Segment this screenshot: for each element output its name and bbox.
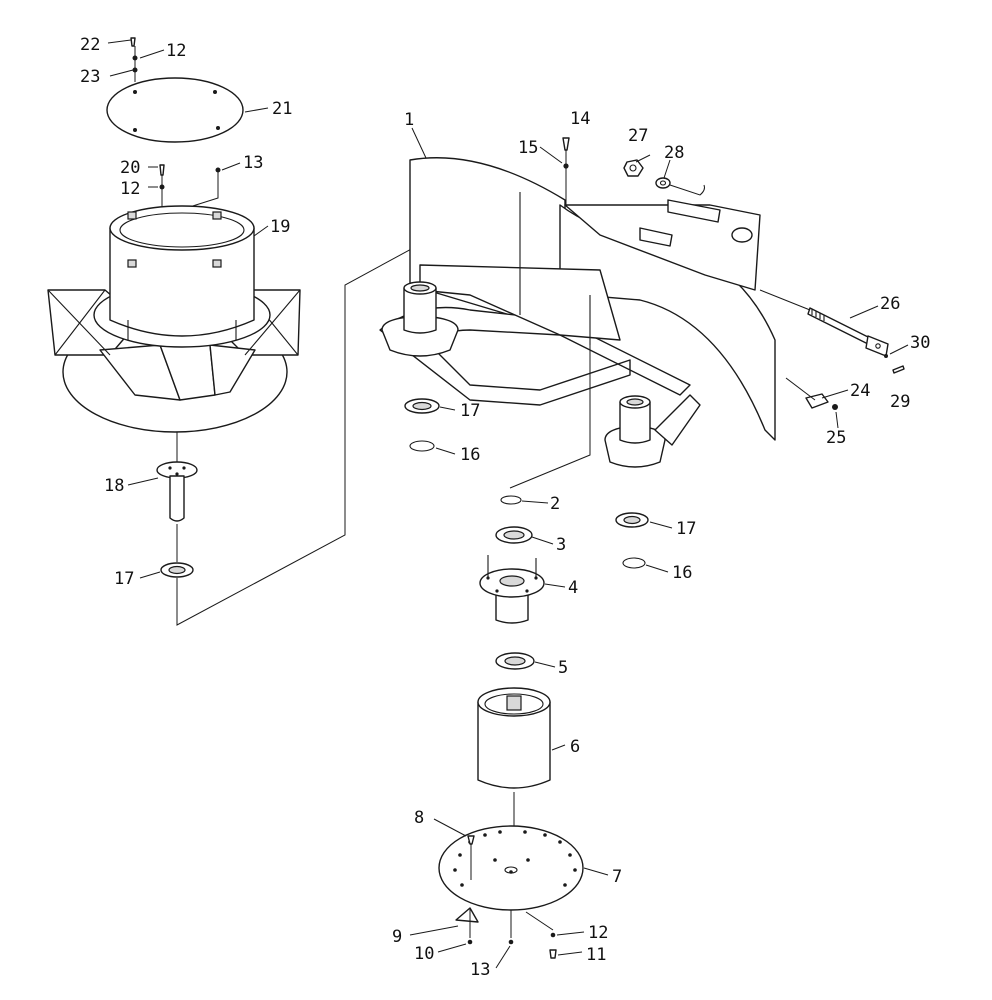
callout-24: 24 [850,381,870,401]
drum-6 [477,687,551,789]
callout-12-top: 12 [166,41,186,61]
bearing-17-left-lower [160,562,194,578]
callout-27: 27 [628,126,648,146]
bearing-17-right [615,512,649,528]
bearing-17-left-upper [404,398,440,414]
main-housing-1 [379,157,776,468]
callout-28: 28 [664,143,684,163]
callout-29: 29 [890,392,910,412]
snap-ring-16-left [409,440,435,452]
callout-10: 10 [414,944,434,964]
callout-7: 7 [612,867,622,887]
callout-15: 15 [518,138,538,158]
callout-labels: 22 12 23 21 20 12 13 19 18 17 1 14 15 27… [80,35,930,980]
assembly-line-left [176,189,521,626]
callout-23: 23 [80,67,100,87]
fasteners-bottom [455,835,557,959]
callout-3: 3 [556,535,566,555]
callout-11: 11 [586,945,606,965]
hopper-assembly-19 [47,205,301,433]
callout-9: 9 [392,927,402,947]
callout-12-mid: 12 [120,179,140,199]
snap-ring-16-right [622,557,646,569]
callout-18: 18 [104,476,124,496]
callout-20: 20 [120,158,140,178]
center-shaft-18 [156,432,198,562]
pin-29-30 [884,354,905,374]
callout-13-top: 13 [243,153,263,173]
callout-25: 25 [826,428,846,448]
callout-8: 8 [414,808,424,828]
callout-17-left-upper: 17 [460,401,480,421]
callout-2: 2 [550,494,560,514]
bolt-14 [562,137,570,205]
callout-21: 21 [272,99,292,119]
washer-28 [655,177,705,196]
assembly-line-center [509,345,591,489]
callout-17-right: 17 [676,519,696,539]
callout-14: 14 [570,109,590,129]
callout-13-bottom: 13 [470,960,490,980]
hub-flange-4 [479,555,545,624]
leader-lines [107,39,909,969]
callout-16-left: 16 [460,445,480,465]
callout-17-left-lower: 17 [114,569,134,589]
callout-26: 26 [880,294,900,314]
bearing-3 [495,526,533,544]
threaded-rod-26 [759,289,889,357]
base-plate-7 [438,825,584,911]
callout-4: 4 [568,578,578,598]
cover-plate-21 [106,77,244,143]
callout-22: 22 [80,35,100,55]
callout-6: 6 [570,737,580,757]
callout-12-bottom: 12 [588,923,608,943]
callout-16-right: 16 [672,563,692,583]
callout-1: 1 [404,110,414,130]
snap-ring-2 [500,495,522,505]
clip-24-bolt-25 [785,377,838,410]
callout-19: 19 [270,217,290,237]
callout-30: 30 [910,333,930,353]
callout-5: 5 [558,658,568,678]
bearing-5 [495,652,535,670]
nut-27 [623,159,644,177]
